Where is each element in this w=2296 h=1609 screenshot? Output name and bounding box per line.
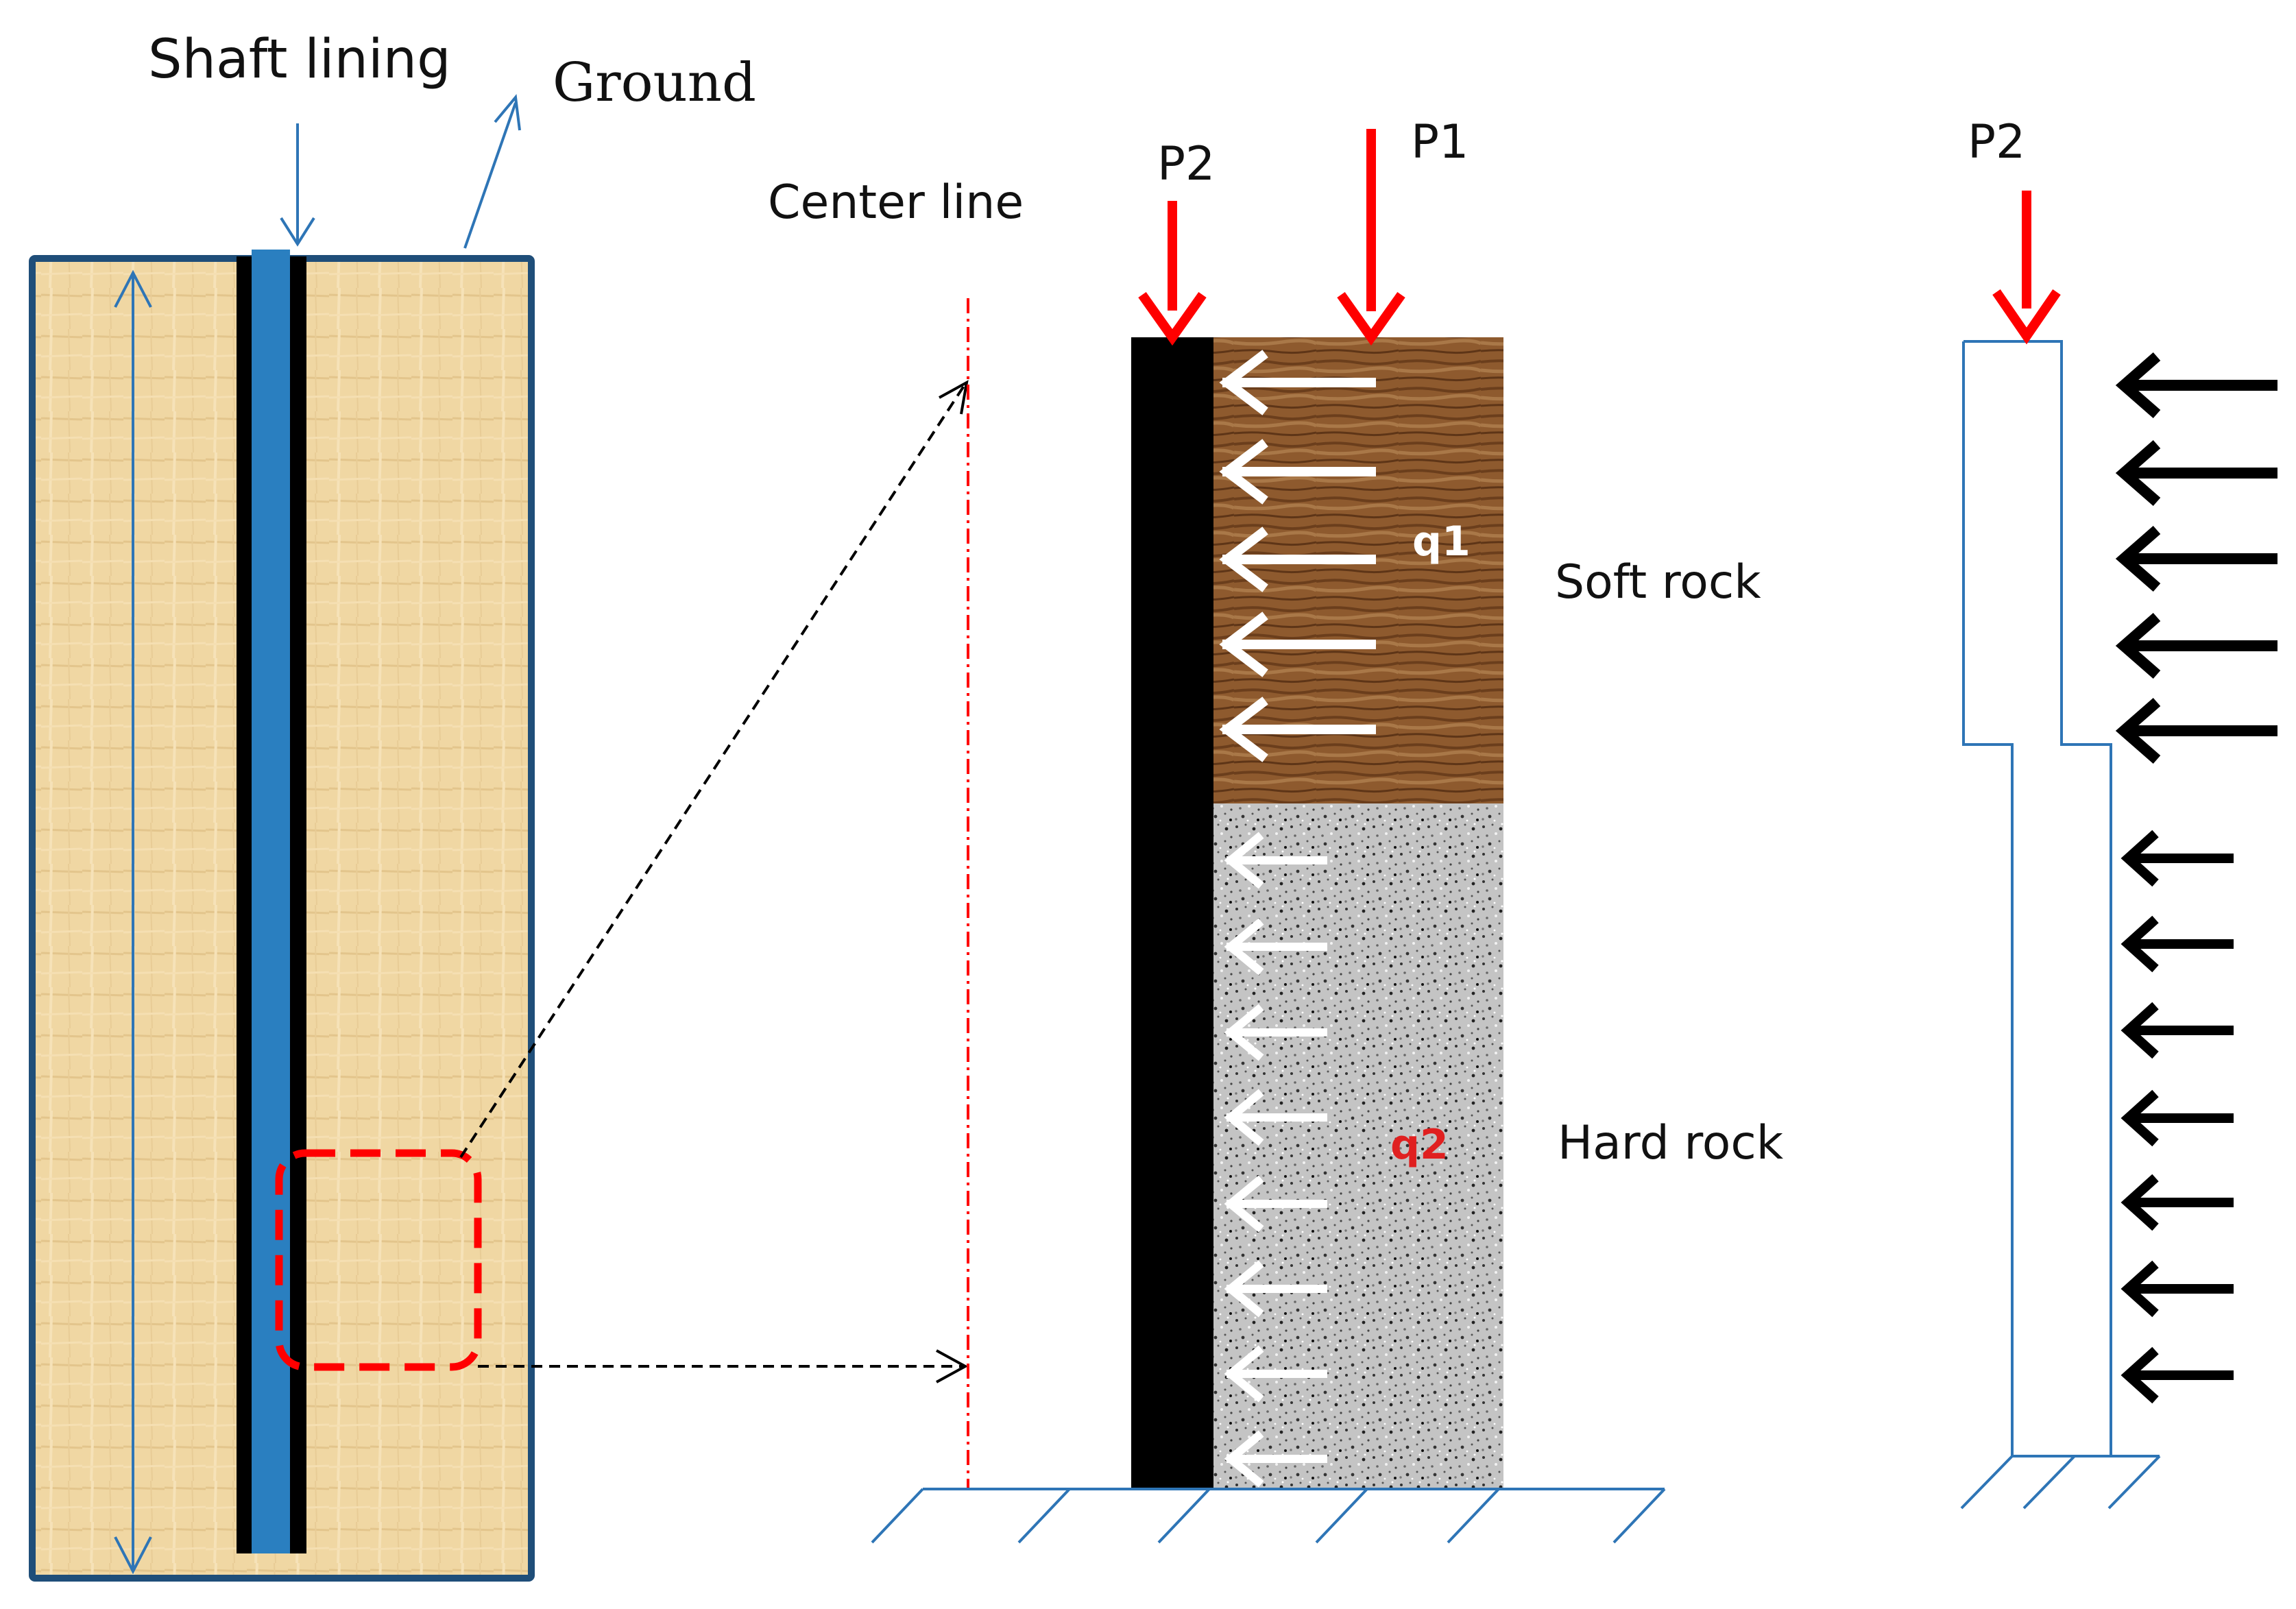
hard-rock-label: Hard rock [1558,1116,1784,1170]
pressure-arrow-hard [1224,1260,1327,1318]
fixed-support-right [1960,1455,2161,1510]
load-arrow-p2-right [1992,191,2061,345]
pressure-arrow-hard [1224,1430,1327,1488]
model-arrow-upper [2115,697,2277,764]
pressure-arrow-hard [1224,918,1327,976]
pressure-arrows-soft [1219,350,1376,762]
load-arrow-p1 [1337,129,1405,346]
pressure-arrow-soft [1219,697,1376,762]
pressure-arrow-hard [1224,832,1327,889]
soft-rock-label: Soft rock [1555,555,1761,609]
p1-label: P1 [1411,115,1469,169]
lining-section [1131,337,1213,1489]
p2-label: P2 [1157,137,1215,191]
model-arrow-lower [2120,1089,2234,1147]
model-arrows-lower [2120,830,2234,1404]
model-arrow-lower [2120,915,2234,973]
model-arrow-upper [2115,439,2277,507]
center-line-label: Center line [768,176,1024,230]
model-arrow-lower [2120,1174,2234,1231]
pressure-arrow-hard [1224,1004,1327,1061]
pressure-arrow-soft [1219,527,1376,592]
zoom-leader-top-head [939,380,969,415]
model-arrow-lower [2120,1260,2234,1318]
shaft-lining-core [252,250,290,1553]
pressure-arrow-hard [1224,1089,1327,1146]
fixed-support-middle [871,1488,1666,1544]
q1-label: q1 [1412,518,1471,566]
shaft-lining-outer-right [290,256,306,1553]
model-arrow-upper [2115,612,2277,679]
pressure-arrow-hard [1224,1175,1327,1233]
q2-label: q2 [1390,1121,1449,1169]
model-arrow-lower [2120,830,2234,887]
zoom-leader-top [459,385,965,1159]
pressure-arrow-soft [1219,439,1376,505]
detail-highlight-box [275,1149,482,1371]
model-arrow-lower [2120,1002,2234,1059]
shaft-lining-callout [280,123,315,247]
load-arrow-p2 [1138,201,1207,346]
hard-rock-layer [1212,803,1503,1489]
pressure-arrow-soft [1219,350,1376,415]
pressure-arrow-soft [1219,612,1376,677]
p2-right-label: P2 [1968,115,2025,169]
shaft-lining-outer-left [237,256,252,1553]
depth-dimension-arrow [114,269,152,1575]
model-arrow-upper [2115,525,2277,592]
lining-model-outline [1962,340,2112,1457]
ground-callout [463,94,521,249]
model-arrow-upper [2115,352,2277,419]
ground-label: Ground [553,52,756,114]
shaft-lining-label: Shaft lining [148,29,451,90]
pressure-arrow-hard [1224,1345,1327,1403]
ground-panel [29,250,535,1582]
pressure-arrows-hard [1224,832,1327,1488]
zoom-leader-bottom-head [936,1349,969,1383]
model-arrows-upper [2115,352,2277,764]
model-arrow-lower [2120,1346,2234,1404]
